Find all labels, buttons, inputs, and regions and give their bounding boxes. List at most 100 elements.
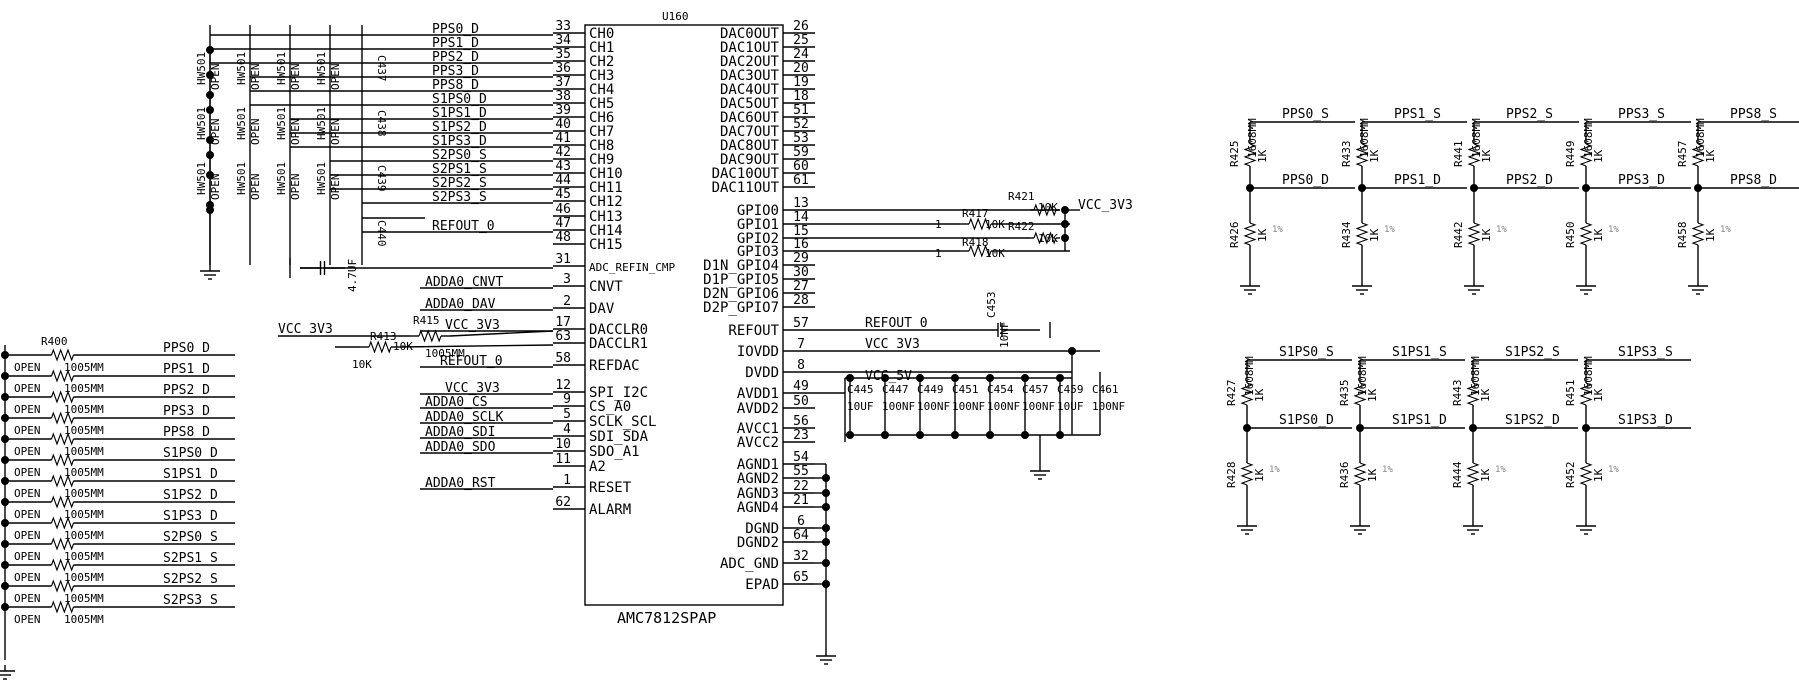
bl-open-label: OPEN	[14, 613, 41, 626]
pin-name: DGND2	[737, 535, 779, 551]
top-resistor-package: 1608MM	[1694, 118, 1707, 158]
top-resistor-ref: R457	[1676, 141, 1689, 168]
pin-name: D1P_GPIO5	[703, 272, 779, 288]
bottom-resistor-value: 1K	[1704, 228, 1717, 242]
pin-number: 8	[797, 358, 805, 373]
pin-name: CH8	[589, 138, 614, 154]
bl-open-label: OPEN	[14, 445, 41, 458]
gpio-vcc-label: VCC_3V3	[1078, 198, 1133, 213]
pin-name: IOVDD	[737, 344, 779, 360]
ferrite-bead-label: HW501	[315, 52, 328, 85]
pin-name: CH14	[589, 223, 623, 239]
r418-resistor	[968, 244, 992, 258]
top-resistor-ref: R435	[1338, 380, 1351, 407]
net-label-adda0-cnvt: ADDA0_CNVT	[425, 275, 503, 290]
pin-number: 42	[555, 145, 571, 160]
ferrite-bead-label: HW501	[195, 162, 208, 195]
pin-name: DGND	[745, 521, 779, 537]
top-resistor-package: 1608MM	[1470, 118, 1483, 158]
bl-open-label: OPEN	[14, 382, 41, 395]
bottom-resistor	[1243, 222, 1257, 246]
divider-ground	[1576, 520, 1596, 535]
top-resistor-ref: R451	[1564, 380, 1577, 407]
pin-number: 57	[793, 316, 809, 331]
bl-package-label: 1005MM	[64, 361, 104, 374]
pin-name: CH15	[589, 237, 623, 253]
pin-number: 55	[793, 464, 809, 479]
top-resistor	[1240, 382, 1254, 406]
pin-number: 11	[555, 452, 571, 467]
pin-name: CS_A0	[589, 399, 631, 415]
r400-ref: R400	[41, 335, 68, 348]
pin-number: 46	[555, 202, 571, 217]
pin-name: DAV	[589, 301, 615, 317]
bl-package-label: 1005MM	[64, 613, 104, 626]
r413-ref: R413	[370, 330, 397, 343]
pin-name: CH9	[589, 152, 614, 168]
iovdd-net-label: VCC_3V3	[865, 337, 920, 352]
sense-net-label: PPS8_S	[1730, 107, 1777, 122]
top-resistor-value: 1K	[1368, 149, 1381, 163]
r418-value: 10K	[985, 247, 1005, 260]
divider-ground	[1688, 280, 1708, 295]
decoupling-cap-value: 100NF	[987, 400, 1020, 413]
refin-cap-value: 4.7UF	[346, 259, 359, 292]
bl-net-label: S1PS1_D	[163, 467, 218, 482]
pin-name: SCLK_SCL	[589, 414, 656, 430]
pin-number: 1	[563, 473, 571, 488]
pin-number: 51	[793, 103, 809, 118]
top-resistor-ref: R441	[1452, 141, 1465, 168]
pin-number: 35	[555, 47, 571, 62]
pin-name: REFDAC	[589, 358, 640, 374]
net-label-pps2-d: PPS2_D	[432, 50, 479, 65]
top-resistor-package: 1608MM	[1469, 356, 1482, 396]
r422-resistor	[1033, 231, 1057, 245]
filter-cap-label: C439	[375, 165, 388, 192]
pin-number: 44	[555, 173, 571, 188]
pin-number: 20	[793, 61, 809, 76]
r422-ref: R422	[1008, 220, 1035, 233]
pin-name: SDI_SDA	[589, 429, 649, 445]
pin-number: 39	[555, 103, 571, 118]
top-resistor-value: 1K	[1366, 388, 1379, 402]
bl-package-label: 1005MM	[64, 382, 104, 395]
pin-name: DAC7OUT	[720, 124, 780, 140]
bottom-resistor-value: 1K	[1368, 228, 1381, 242]
net-label-s2ps2-s: S2PS2_S	[432, 176, 487, 191]
refout-net-label: REFOUT_0	[865, 316, 928, 331]
sense-net-label: S1PS0_S	[1279, 345, 1334, 360]
input-junction	[206, 106, 214, 114]
pin-name: CH11	[589, 180, 623, 196]
net-label-adda0-rst: ADDA0_RST	[425, 476, 496, 491]
tolerance-label: 1%	[1495, 465, 1506, 475]
r417-value: 10K	[985, 218, 1005, 231]
pin-number: 33	[555, 19, 571, 34]
pin-number: 61	[793, 173, 809, 188]
pin-name: DAC1OUT	[720, 40, 780, 56]
decoupling-cap-ref: C457	[1022, 383, 1049, 396]
pin-name: ADC_REFIN_CMP	[589, 261, 675, 274]
net-label-s1ps0-d: S1PS0_D	[432, 92, 487, 107]
pin-number: 10	[555, 437, 571, 452]
net-label-s1ps1-d: S1PS1_D	[432, 106, 487, 121]
decoupling-cap-ref: C445	[847, 383, 874, 396]
ferrite-bead-label: HW501	[315, 107, 328, 140]
